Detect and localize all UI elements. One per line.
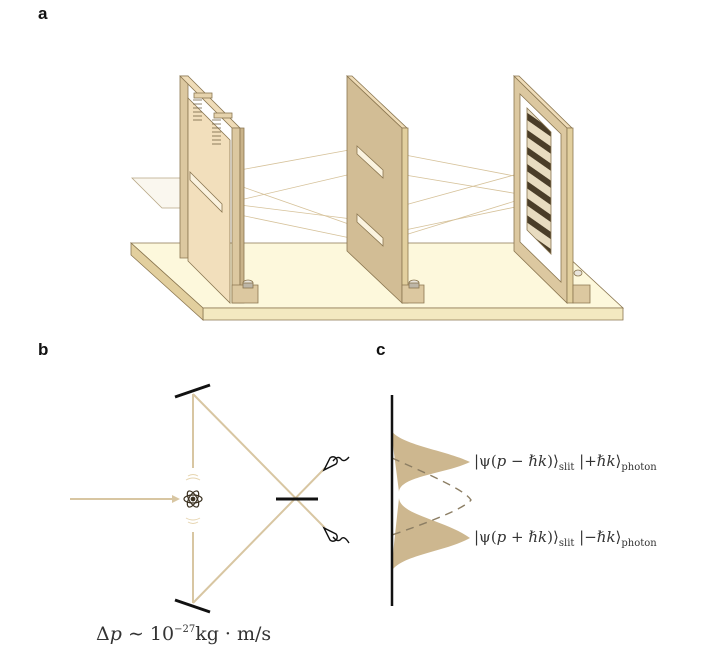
panel-label-c: c (376, 340, 386, 359)
gaussian-lower (391, 498, 470, 572)
upper-slit (356, 145, 384, 179)
panel-label-b: b (38, 340, 49, 359)
double-slit-plate (345, 75, 425, 304)
gaussian-upper (391, 430, 470, 492)
dashed-envelope (391, 457, 472, 536)
emission-waves-icon (185, 474, 201, 524)
lower-slit (356, 213, 384, 247)
spring-mounted-single-slit (179, 75, 259, 304)
state-label-lower: |ψ(p + ℏk)⟩slit |−ℏk⟩photon (474, 528, 657, 549)
upper-mirror (174, 383, 211, 399)
panel-label-a: a (38, 4, 48, 23)
spring-icon (193, 99, 221, 145)
light-rays (239, 147, 526, 241)
fringe-screen (513, 75, 591, 304)
interference-fringes (526, 107, 552, 255)
state-label-upper: |ψ(p − ℏk)⟩slit |+ℏk⟩photon (474, 452, 657, 473)
atom-icon (183, 490, 203, 508)
bolt-icon (573, 269, 583, 277)
momentum-distribution (390, 395, 472, 606)
interferometer-diagram (70, 383, 350, 614)
arrow-head-icon (172, 495, 180, 503)
momentum-uncertainty-formula: Δp ∼ 10−27kg · m/s (96, 623, 272, 645)
detector-top (322, 456, 350, 472)
detector-bottom (322, 526, 350, 544)
lower-mirror (174, 598, 211, 614)
